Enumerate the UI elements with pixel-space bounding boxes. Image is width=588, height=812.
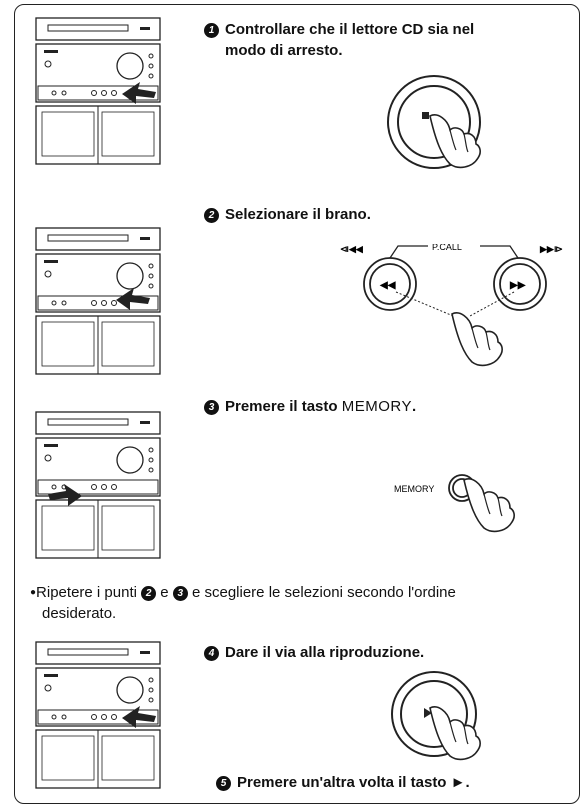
skip-buttons-illustration: ⧏◀◀ ▶▶⧐ P.CALL ◀◀ ▶▶: [340, 244, 563, 367]
next-track-label: ▶▶⧐: [539, 244, 563, 254]
stop-icon: [422, 112, 429, 119]
step-5-number: 5: [216, 776, 231, 791]
stereo-illustration-3: [35, 411, 161, 559]
play-icon: [424, 708, 432, 718]
memory-button-label: MEMORY: [394, 484, 434, 494]
step-2-number: 2: [204, 208, 219, 223]
rewind-icon: ◀◀: [379, 280, 396, 291]
step-4-number: 4: [204, 646, 219, 661]
fast-forward-icon: ▶▶: [509, 280, 527, 291]
prev-track-label: ⧏◀◀: [340, 244, 364, 254]
stereo-illustration-4: [35, 641, 161, 789]
step-3-number: 3: [204, 400, 219, 415]
stop-button-illustration: [387, 75, 481, 169]
note-step-ref-3: 3: [172, 586, 188, 601]
note-step-ref-2: 2: [141, 586, 157, 601]
pcall-label: P.CALL: [432, 244, 462, 252]
stereo-illustration-2: [35, 227, 161, 375]
instruction-frame: [14, 4, 580, 804]
play-button-illustration: [391, 671, 481, 761]
step-1-number: 1: [204, 23, 219, 38]
memory-button-illustration: MEMORY: [394, 474, 515, 533]
stereo-illustration-1: [35, 17, 161, 165]
repeat-note: ●Ripetere i punti 2 e 3 e scegliere le s…: [30, 584, 456, 622]
